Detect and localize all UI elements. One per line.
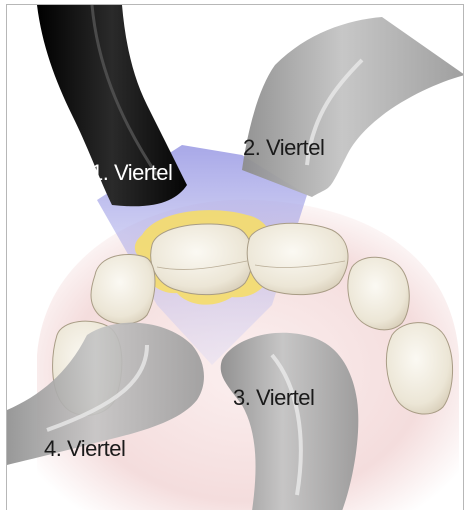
quadrant-4-label: 4. Viertel	[44, 436, 125, 462]
tooth-left-lateral	[91, 254, 155, 324]
tooth-upper-right-incisor	[247, 223, 348, 294]
quadrant-3-label: 3. Viertel	[233, 385, 314, 411]
tooth-upper-left-incisor	[151, 224, 253, 295]
quadrant-1-label: 1. Viertel	[91, 160, 172, 186]
quadrant-2-label: 2. Viertel	[243, 135, 324, 161]
diagram-frame: 1. Viertel 2. Viertel 3. Viertel 4. Vier…	[6, 4, 464, 510]
dental-quadrants-illustration	[7, 5, 464, 510]
instrument-quadrant-2	[242, 17, 464, 197]
